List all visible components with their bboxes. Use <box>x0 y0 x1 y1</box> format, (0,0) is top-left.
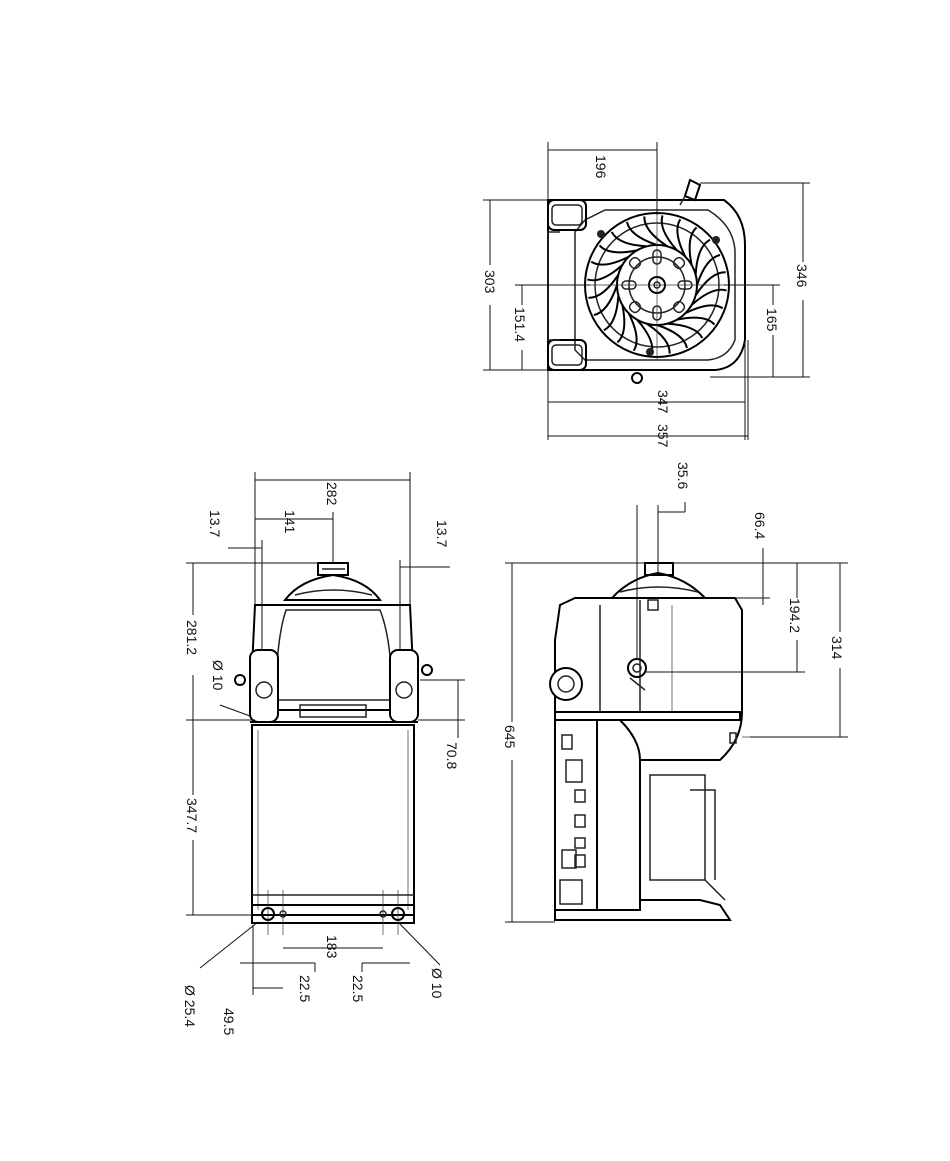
dim-347-7-label: 347.7 <box>184 798 200 833</box>
dim-347: 347 <box>548 340 745 440</box>
front-view-body <box>235 563 432 935</box>
dim-dia10-lower: Ø 10 <box>398 922 445 999</box>
dim-196: 196 <box>548 142 657 215</box>
dim-dia10-upper-label: Ø 10 <box>210 660 226 691</box>
dim-314-label: 314 <box>829 636 845 660</box>
dim-141: 141 <box>255 510 333 563</box>
dim-314: 314 <box>750 563 848 737</box>
dim-22-5-left-label: 22.5 <box>297 975 313 1002</box>
dim-49-5: 49.5 <box>221 925 283 1035</box>
dim-35-6-label: 35.6 <box>675 462 691 489</box>
dim-dia25-4: Ø 25.4 <box>182 922 258 1027</box>
dim-183-label: 183 <box>324 935 340 959</box>
dim-13-7-left-label: 13.7 <box>207 510 223 537</box>
dim-13-7-right: 13.7 <box>400 520 450 650</box>
dim-22-5-right: 22.5 <box>350 963 410 1002</box>
dim-dia10-lower-label: Ø 10 <box>429 968 445 999</box>
dim-151-4: 151.4 <box>512 285 590 370</box>
dim-303-label: 303 <box>482 270 498 294</box>
dim-13-7-right-label: 13.7 <box>434 520 450 547</box>
dim-183: 183 <box>283 935 383 959</box>
top-view-fan <box>585 213 729 360</box>
dim-141-label: 141 <box>282 510 298 534</box>
dim-22-5-right-label: 22.5 <box>350 975 366 1002</box>
dim-194-2: 194.2 <box>645 563 805 672</box>
dim-dia25-4-label: Ø 25.4 <box>182 985 198 1027</box>
dim-196-label: 196 <box>593 155 609 179</box>
dim-281-2-label: 281.2 <box>184 620 200 655</box>
dim-347-label: 347 <box>655 390 671 414</box>
dim-dia10-upper: Ø 10 <box>210 660 250 716</box>
dim-151-4-label: 151.4 <box>512 307 528 342</box>
dim-70-8-label: 70.8 <box>444 742 460 769</box>
front-view: 282 141 13.7 13.7 281.2 <box>182 472 465 1035</box>
dim-645-label: 645 <box>502 725 518 749</box>
dim-22-5-left: 22.5 <box>240 963 315 1002</box>
dim-35-6: 35.6 <box>637 462 691 660</box>
dim-66-4-label: 66.4 <box>752 512 768 539</box>
dim-194-2-label: 194.2 <box>787 598 803 633</box>
side-view-body <box>550 563 750 920</box>
dim-346: 346 <box>700 183 810 377</box>
dim-165-label: 165 <box>764 308 780 332</box>
dim-70-8: 70.8 <box>418 680 465 769</box>
dim-282-label: 282 <box>324 482 340 506</box>
dim-347-7: 347.7 <box>184 720 252 915</box>
dim-346-label: 346 <box>794 264 810 288</box>
side-view: 35.6 66.4 194.2 314 645 <box>502 462 848 922</box>
dim-357-label: 357 <box>655 424 671 448</box>
dim-49-5-label: 49.5 <box>221 1008 237 1035</box>
top-view: 196 303 151.4 346 <box>482 142 810 448</box>
dim-66-4: 66.4 <box>673 512 848 605</box>
